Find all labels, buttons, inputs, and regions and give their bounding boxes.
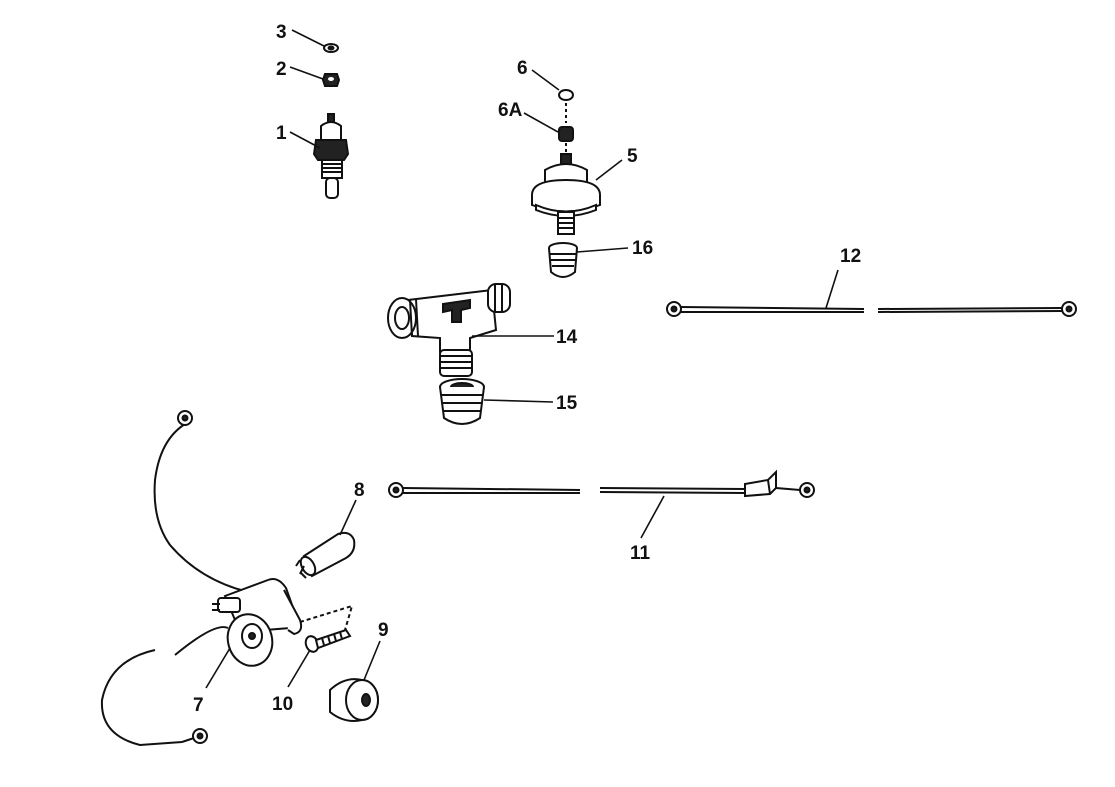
part-9-button — [329, 678, 379, 722]
callout-6a: 6A — [498, 100, 523, 121]
part-14-tee — [387, 283, 511, 377]
part-6-washer — [558, 89, 574, 101]
callout-5: 5 — [627, 146, 638, 167]
part-15-adapter — [439, 378, 485, 425]
callout-10: 10 — [272, 694, 293, 715]
leader-lines — [205, 29, 839, 689]
callout-16: 16 — [632, 238, 653, 259]
callout-1: 1 — [276, 123, 287, 144]
callout-3: 3 — [276, 22, 287, 43]
callout-11: 11 — [630, 543, 651, 564]
callout-7: 7 — [193, 695, 204, 716]
part-16-fitting — [548, 242, 578, 278]
callout-8: 8 — [354, 480, 365, 501]
part-12-wire — [666, 301, 1077, 317]
part-7-assembly — [100, 410, 303, 747]
callout-14: 14 — [556, 327, 578, 348]
part-6a-nut — [558, 103, 574, 152]
callout-labels: 3 2 1 6 6A 5 16 12 14 15 8 11 9 10 7 — [193, 22, 861, 716]
callout-15: 15 — [556, 393, 578, 414]
part-2-nut — [321, 73, 341, 87]
callout-9: 9 — [378, 620, 389, 641]
part-11-wire — [388, 469, 815, 498]
part-5-sender — [531, 153, 601, 235]
callout-6: 6 — [517, 58, 528, 79]
part-10-screw — [299, 604, 354, 653]
part-1-sender — [312, 113, 350, 199]
part-3-washer — [323, 43, 339, 53]
part-8-condenser — [295, 531, 356, 579]
callout-2: 2 — [276, 59, 287, 80]
callout-12: 12 — [840, 246, 861, 267]
